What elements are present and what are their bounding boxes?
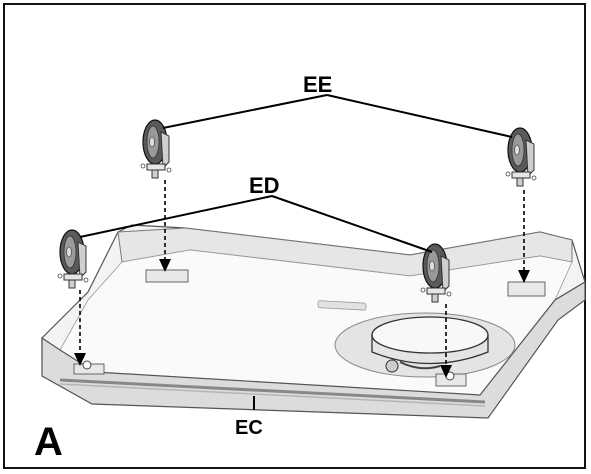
label-ee: EE bbox=[303, 72, 332, 97]
leader-ed-right bbox=[271, 195, 433, 253]
leader-ee-right bbox=[326, 94, 513, 138]
caster-ee-left caster-wheel-icon bbox=[140, 119, 172, 179]
label-ed: ED bbox=[249, 173, 280, 198]
figure-label: A bbox=[34, 420, 63, 464]
caster-ed-left caster-wheel-icon bbox=[57, 229, 89, 289]
base-tray-icon bbox=[41, 224, 586, 419]
arrow-ee-right arrow-down-icon bbox=[518, 190, 530, 283]
leader-ee-left bbox=[162, 94, 328, 129]
arrow-ed-left arrow-down-icon bbox=[74, 290, 86, 366]
leader-ed-left bbox=[79, 195, 273, 238]
label-ec: EC bbox=[235, 417, 263, 439]
arrow-ee-left arrow-down-icon bbox=[159, 180, 171, 272]
caster-ee-right caster-wheel-icon bbox=[505, 127, 537, 187]
arrow-ed-right arrow-down-icon bbox=[440, 304, 452, 378]
caster-ed-right caster-wheel-icon bbox=[420, 243, 452, 303]
leader-lines bbox=[79, 94, 513, 410]
